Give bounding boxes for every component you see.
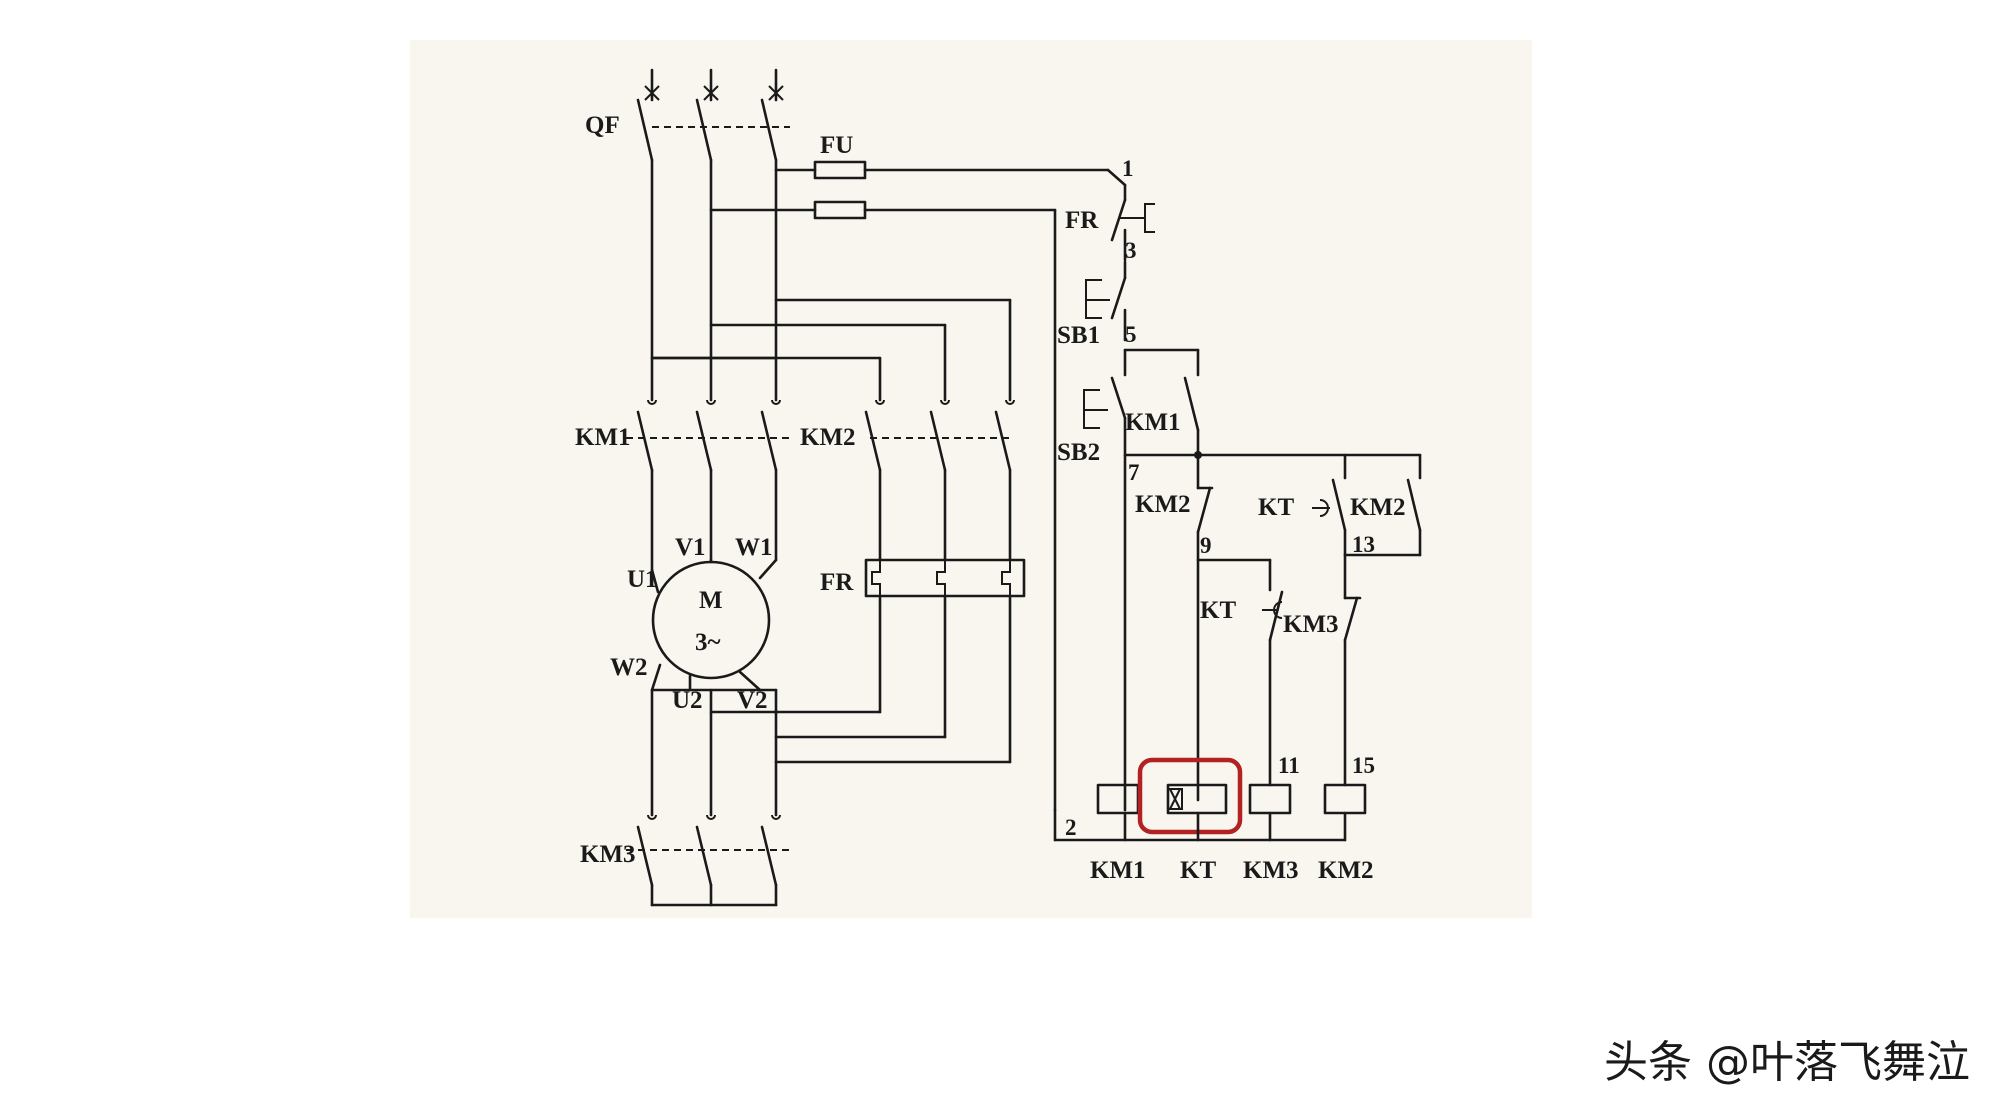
label-motor-phase: 3~ xyxy=(695,629,721,656)
label-kt-no: KT xyxy=(1258,494,1294,521)
kt-no-contact xyxy=(1312,478,1347,532)
thermal-relay-fr xyxy=(864,558,1026,598)
label-km2-nc: KM2 xyxy=(1135,491,1191,518)
contactor-km2-nc xyxy=(1196,453,1214,534)
label-km2-main: KM2 xyxy=(800,424,856,451)
label-fr-main: FR xyxy=(820,569,854,596)
label-node-15: 15 xyxy=(1352,753,1375,778)
label-u1: U1 xyxy=(627,566,658,593)
kt-nc-contact xyxy=(1262,590,1284,642)
label-qf: QF xyxy=(585,112,620,139)
coil-km1 xyxy=(1096,783,1140,815)
coil-km2 xyxy=(1323,783,1367,815)
contactor-km3-main xyxy=(626,814,790,907)
label-sb2: SB2 xyxy=(1057,439,1100,466)
label-km1-main: KM1 xyxy=(575,424,631,451)
label-node-1: 1 xyxy=(1122,156,1134,181)
label-v1: V1 xyxy=(675,534,706,561)
label-coil-km3: KM3 xyxy=(1243,857,1299,884)
label-v2: V2 xyxy=(737,687,768,714)
contactor-km1-main xyxy=(626,399,790,472)
label-coil-km1: KM1 xyxy=(1090,857,1146,884)
breaker-qf xyxy=(636,68,790,162)
label-node-2: 2 xyxy=(1065,815,1077,840)
label-node-5: 5 xyxy=(1125,322,1137,347)
fuse-fu xyxy=(709,160,1110,220)
watermark-text: 头条 @叶落飞舞泣 xyxy=(1604,1037,1970,1088)
contactor-km3-nc xyxy=(1343,553,1362,642)
contactor-km2-no xyxy=(1406,478,1422,532)
label-motor-m: M xyxy=(699,587,723,614)
label-coil-km2: KM2 xyxy=(1318,857,1374,884)
motor-m xyxy=(650,558,778,692)
coil-km3 xyxy=(1248,783,1292,815)
label-km3-main: KM3 xyxy=(580,841,636,868)
label-sb1: SB1 xyxy=(1057,322,1100,349)
label-coil-kt: KT xyxy=(1180,857,1216,884)
label-km1-aux: KM1 xyxy=(1125,409,1181,436)
fr-nc-contact xyxy=(1110,198,1155,262)
label-u2: U2 xyxy=(672,687,703,714)
label-node-11: 11 xyxy=(1278,753,1300,778)
label-w1: W1 xyxy=(735,534,773,561)
label-node-3: 3 xyxy=(1125,238,1137,263)
label-node-7: 7 xyxy=(1128,460,1140,485)
label-node-13: 13 xyxy=(1352,532,1375,557)
label-fr-ctrl: FR xyxy=(1065,207,1099,234)
kt-coil-highlight xyxy=(1137,757,1243,835)
label-w2: W2 xyxy=(610,654,648,681)
contactor-km2-main xyxy=(864,399,1015,472)
label-km2-no: KM2 xyxy=(1350,494,1406,521)
contactor-km1-aux xyxy=(1183,376,1200,432)
label-km3-nc: KM3 xyxy=(1283,611,1339,638)
label-fu: FU xyxy=(820,132,853,159)
label-kt-nc: KT xyxy=(1200,597,1236,624)
start-button-sb2 xyxy=(1083,376,1127,429)
stop-button-sb1 xyxy=(1085,260,1127,342)
label-node-9: 9 xyxy=(1200,533,1212,558)
